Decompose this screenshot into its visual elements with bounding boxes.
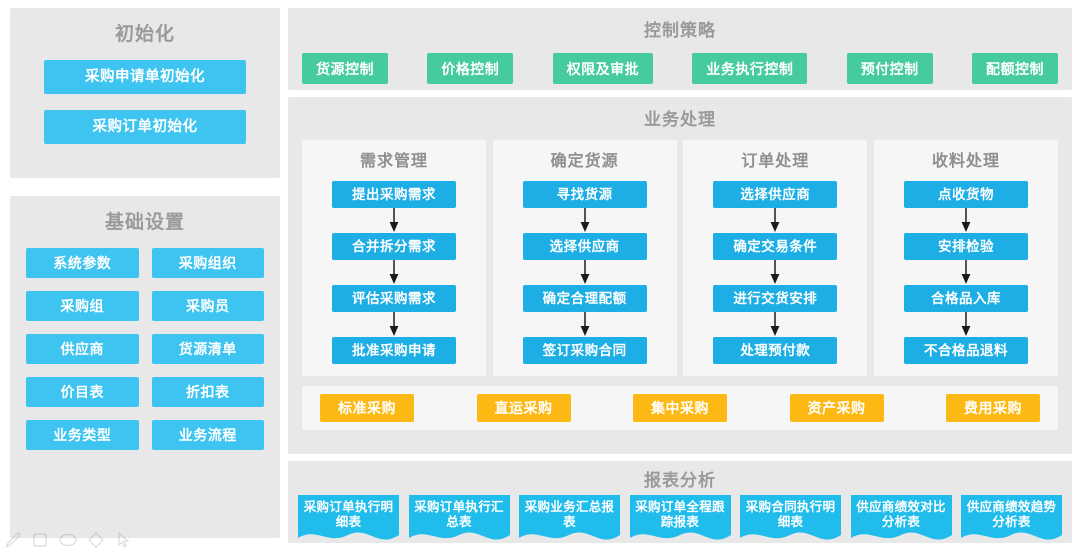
basic-button-purchasing-organization[interactable]: 采购组织: [151, 248, 264, 278]
basic-button-business-process[interactable]: 业务流程: [151, 420, 264, 450]
flow-step-arrange-delivery[interactable]: 进行交货安排: [713, 285, 838, 312]
business-processing-title: 业务处理: [644, 110, 716, 129]
down-arrow-icon: [580, 260, 590, 284]
control-button-business-execution-control[interactable]: 业务执行控制: [692, 53, 808, 84]
biz-column-receiving-processing: 收料处理 点收货物 安排检验 合格品入库 不合格品退料: [873, 140, 1058, 376]
basic-settings-panel: 基础设置 系统参数 采购组织 采购组 采购员 供应商 货源清单 价目表 折扣表 …: [10, 196, 280, 538]
basic-button-supplier[interactable]: 供应商: [26, 334, 139, 364]
control-strategy-panel: 控制策略 货源控制 价格控制 权限及审批 业务执行控制 预付控制 配额控制: [288, 8, 1072, 90]
flow-chain: 寻找货源 选择供应商 确定合理配额 签订采购合同: [493, 181, 677, 364]
basic-button-business-type[interactable]: 业务类型: [26, 420, 139, 450]
basic-button-purchasing-group[interactable]: 采购组: [26, 291, 139, 321]
down-arrow-icon: [580, 208, 590, 232]
purchase-type-standard[interactable]: 标准采购: [320, 394, 414, 422]
biz-column-title: 收料处理: [931, 153, 1000, 170]
pen-icon[interactable]: [4, 531, 22, 549]
down-arrow-icon: [961, 312, 971, 336]
flow-chain: 提出采购需求 合并拆分需求 评估采购需求 批准采购申请: [302, 181, 486, 364]
biz-column-title: 确定货源: [550, 153, 619, 170]
ribbon-shape-icon: [298, 495, 399, 540]
biz-column-determine-source: 确定货源 寻找货源 选择供应商 确定合理配额 签订采购合同: [492, 140, 677, 376]
purchase-type-direct-shipment[interactable]: 直运采购: [476, 394, 571, 422]
down-arrow-icon: [770, 208, 780, 232]
control-button-source-control[interactable]: 货源控制: [302, 53, 388, 84]
down-arrow-icon: [389, 260, 399, 284]
report-card-supplier-performance-trend[interactable]: 供应商绩效趋势分析表: [961, 495, 1062, 545]
flow-step-merge-split-demand[interactable]: 合并拆分需求: [332, 233, 456, 260]
purchase-type-asset[interactable]: 资产采购: [789, 394, 884, 422]
down-arrow-icon: [389, 312, 399, 336]
down-arrow-icon: [770, 260, 780, 284]
control-strategy-button-row: 货源控制 价格控制 权限及审批 业务执行控制 预付控制 配额控制: [288, 41, 1072, 84]
flow-step-arrange-inspection[interactable]: 安排检验: [903, 233, 1028, 260]
control-button-authority-approval[interactable]: 权限及审批: [552, 53, 654, 84]
ellipse-icon[interactable]: [58, 531, 78, 549]
report-card-supplier-performance-comparison[interactable]: 供应商绩效对比分析表: [850, 495, 952, 545]
basic-settings-title: 基础设置: [104, 212, 185, 233]
annotation-toolbar[interactable]: [4, 531, 132, 549]
ribbon-shape-icon: [629, 495, 731, 540]
basic-button-source-list[interactable]: 货源清单: [151, 334, 264, 364]
flow-step-sign-purchase-contract[interactable]: 签订采购合同: [522, 337, 647, 364]
business-processing-columns: 需求管理 提出采购需求 合并拆分需求 评估采购需求 批准采购申请 确定货源 寻找…: [288, 130, 1072, 376]
flow-step-evaluate-purchase-demand[interactable]: 评估采购需求: [332, 285, 456, 312]
basic-settings-button-grid: 系统参数 采购组织 采购组 采购员 供应商 货源清单 价目表 折扣表 业务类型 …: [10, 234, 280, 450]
cursor-icon[interactable]: [114, 531, 132, 549]
biz-column-title: 订单处理: [741, 153, 810, 170]
initialization-button-group: 采购申请单初始化 采购订单初始化: [10, 46, 280, 144]
square-icon[interactable]: [31, 531, 49, 549]
report-card-purchase-business-summary[interactable]: 采购业务汇总报表: [519, 495, 620, 545]
flow-step-qualified-goods-warehousing[interactable]: 合格品入库: [903, 285, 1028, 312]
basic-button-system-parameters[interactable]: 系统参数: [26, 248, 139, 278]
flow-step-process-prepayment[interactable]: 处理预付款: [713, 337, 838, 364]
ribbon-shape-icon: [519, 495, 620, 540]
ribbon-shape-icon: [740, 495, 841, 540]
flow-step-select-supplier[interactable]: 选择供应商: [522, 233, 647, 260]
report-card-purchase-contract-execution-detail[interactable]: 采购合同执行明细表: [740, 495, 841, 545]
ribbon-shape-icon: [408, 495, 510, 540]
report-card-purchase-order-full-tracking[interactable]: 采购订单全程跟踪报表: [629, 495, 731, 545]
flow-step-find-source[interactable]: 寻找货源: [522, 181, 647, 208]
flow-step-determine-reasonable-quota[interactable]: 确定合理配额: [522, 285, 647, 312]
biz-column-demand-management: 需求管理 提出采购需求 合并拆分需求 评估采购需求 批准采购申请: [302, 140, 486, 376]
flow-step-receive-goods[interactable]: 点收货物: [903, 181, 1028, 208]
report-analysis-panel: 报表分析 采购订单执行明细表 采购订单执行汇总表 采购业务汇总报表: [288, 461, 1072, 543]
initialization-title: 初始化: [114, 24, 175, 45]
ribbon-shape-icon: [961, 495, 1062, 540]
init-button-purchase-requisition[interactable]: 采购申请单初始化: [44, 60, 246, 94]
basic-button-price-list[interactable]: 价目表: [26, 377, 139, 407]
control-button-prepayment-control[interactable]: 预付控制: [846, 53, 933, 84]
down-arrow-icon: [770, 312, 780, 336]
control-button-quota-control[interactable]: 配额控制: [971, 53, 1058, 84]
flow-step-unqualified-goods-return[interactable]: 不合格品退料: [903, 337, 1028, 364]
down-arrow-icon: [961, 260, 971, 284]
purchase-type-centralized[interactable]: 集中采购: [633, 394, 727, 422]
purchase-type-expense[interactable]: 费用采购: [946, 394, 1040, 422]
purchase-type-bar: 标准采购 直运采购 集中采购 资产采购 费用采购: [302, 386, 1058, 430]
flow-step-approve-purchase-requisition[interactable]: 批准采购申请: [332, 337, 456, 364]
basic-button-buyer[interactable]: 采购员: [151, 291, 264, 321]
control-strategy-title: 控制策略: [644, 21, 716, 40]
report-card-row: 采购订单执行明细表 采购订单执行汇总表 采购业务汇总报表 采购订单全程跟踪报表: [288, 491, 1072, 545]
report-analysis-title: 报表分析: [644, 471, 716, 490]
biz-column-title: 需求管理: [359, 153, 428, 170]
basic-button-discount-table[interactable]: 折扣表: [151, 377, 264, 407]
flow-step-raise-purchase-demand[interactable]: 提出采购需求: [332, 181, 456, 208]
diamond-icon[interactable]: [87, 531, 105, 549]
business-processing-panel: 业务处理 需求管理 提出采购需求 合并拆分需求 评估采购需求 批准采购申请 确定…: [288, 97, 1072, 454]
flow-chain: 选择供应商 确定交易条件 进行交货安排 处理预付款: [683, 181, 867, 364]
init-button-purchase-order[interactable]: 采购订单初始化: [44, 110, 246, 144]
report-card-purchase-order-execution-summary[interactable]: 采购订单执行汇总表: [408, 495, 510, 545]
biz-column-order-processing: 订单处理 选择供应商 确定交易条件 进行交货安排 处理预付款: [683, 140, 868, 376]
flow-step-select-supplier-order[interactable]: 选择供应商: [713, 181, 838, 208]
down-arrow-icon: [961, 208, 971, 232]
initialization-panel: 初始化 采购申请单初始化 采购订单初始化: [10, 8, 280, 178]
report-card-purchase-order-execution-detail[interactable]: 采购订单执行明细表: [298, 495, 399, 545]
flow-chain: 点收货物 安排检验 合格品入库 不合格品退料: [874, 181, 1058, 364]
control-button-price-control[interactable]: 价格控制: [427, 53, 514, 84]
down-arrow-icon: [580, 312, 590, 336]
ribbon-shape-icon: [850, 495, 952, 540]
flow-step-determine-trade-terms[interactable]: 确定交易条件: [713, 233, 838, 260]
down-arrow-icon: [389, 208, 399, 232]
